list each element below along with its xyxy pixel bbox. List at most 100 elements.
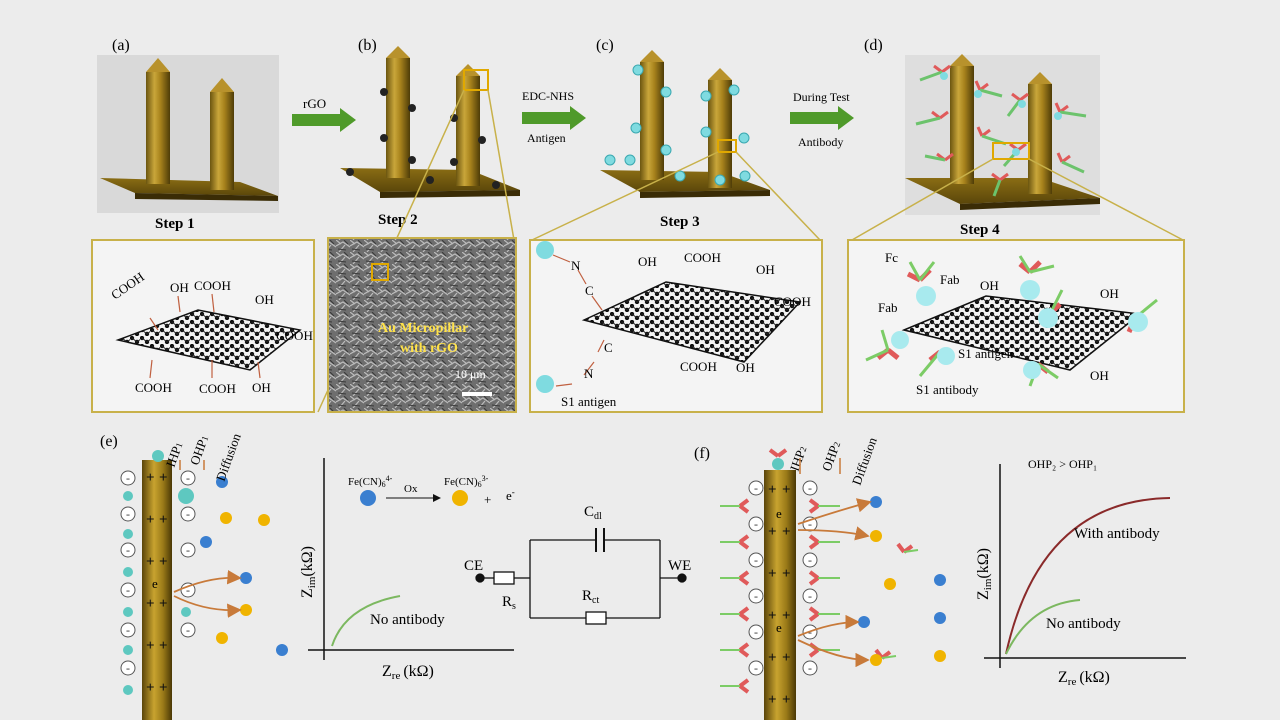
step2-image bbox=[340, 46, 520, 198]
group-label: OH bbox=[170, 280, 189, 295]
svg-text:+: + bbox=[782, 608, 791, 624]
group-label: COOH bbox=[199, 381, 236, 396]
diffusion-label-e: Diffusion bbox=[213, 431, 244, 483]
svg-text:+: + bbox=[159, 554, 168, 570]
arrow-ab-label: rGO bbox=[303, 96, 326, 111]
step3-label: Step 3 bbox=[660, 214, 700, 230]
ions-f: --- --- --- --- bbox=[720, 448, 946, 694]
svg-text:+: + bbox=[146, 596, 155, 612]
nyquist-plot-e: No antibody Zim(kΩ) Zre(kΩ) bbox=[299, 458, 514, 682]
svg-text:-: - bbox=[126, 661, 130, 675]
panel-label-a: (a) bbox=[112, 37, 130, 54]
group-label: OH bbox=[252, 380, 271, 395]
svg-text:-: - bbox=[126, 623, 130, 637]
svg-text:+: + bbox=[159, 596, 168, 612]
arrow-bc-bottom: Antigen bbox=[527, 131, 566, 145]
svg-text:-: - bbox=[186, 543, 190, 557]
svg-text:-: - bbox=[808, 481, 812, 495]
svg-text:-: - bbox=[126, 507, 130, 521]
svg-text:+: + bbox=[146, 680, 155, 696]
antigen-sphere-icon bbox=[604, 64, 751, 186]
curve-no-antibody-e bbox=[331, 595, 401, 647]
step1-image bbox=[97, 55, 279, 213]
diffusion-label-f: Diffusion bbox=[849, 435, 880, 487]
graphene-box-step1: COOH OH COOH OH COOH COOH COOH OH bbox=[91, 239, 315, 413]
group-label: OH bbox=[756, 262, 775, 277]
svg-text:-: - bbox=[754, 517, 758, 531]
step3-image bbox=[600, 50, 770, 198]
svg-text:+: + bbox=[159, 512, 168, 528]
atom-label: C bbox=[604, 340, 613, 355]
sem-caption-1: Au Micropillar bbox=[378, 321, 468, 336]
fab-label: Fab bbox=[878, 300, 898, 315]
ihp1-label: IHP1 bbox=[163, 440, 186, 469]
svg-text:-: - bbox=[126, 471, 130, 485]
antigen-sphere-icon bbox=[536, 375, 554, 393]
svg-text:-: - bbox=[186, 583, 190, 597]
fab-label: Fab bbox=[940, 272, 960, 287]
arrow-bc-icon bbox=[522, 106, 586, 130]
y-axis-label-f: Zim(kΩ) bbox=[975, 548, 994, 600]
arrow-cd-bottom: Antibody bbox=[798, 135, 843, 149]
electron-label: e bbox=[152, 576, 158, 591]
group-label: OH bbox=[980, 278, 999, 293]
electron-label: e bbox=[776, 620, 782, 635]
group-label: COOH bbox=[135, 380, 172, 395]
panel-label-b: (b) bbox=[358, 37, 377, 54]
antigen-sphere-icon bbox=[536, 241, 554, 259]
svg-text:-: - bbox=[754, 625, 758, 639]
electrode-f: ++ ++ ++ ++ ++ ++ bbox=[764, 470, 796, 720]
sem-image: Au Micropillar with rGO 10 μm bbox=[327, 237, 517, 413]
group-label: COOH bbox=[194, 278, 231, 293]
electrode-e: ++ ++ ++ ++ ++ ++ bbox=[142, 460, 172, 720]
group-label: OH bbox=[255, 292, 274, 307]
step4-label: Step 4 bbox=[960, 222, 1000, 238]
equivalent-circuit bbox=[475, 528, 687, 625]
pillar-icon bbox=[210, 78, 234, 190]
arrow-ab-icon bbox=[292, 108, 356, 132]
svg-text:+: + bbox=[782, 650, 791, 666]
svg-text:-: - bbox=[808, 553, 812, 567]
svg-text:+: + bbox=[159, 470, 168, 486]
curve-label-e: No antibody bbox=[370, 612, 445, 628]
x-axis-label-f: Zre(kΩ) bbox=[1058, 669, 1110, 688]
fc-label: Fc bbox=[885, 250, 898, 265]
group-label: OH bbox=[1090, 368, 1109, 383]
x-axis-label-e: Zre(kΩ) bbox=[382, 663, 434, 682]
panel-label-e: (e) bbox=[100, 433, 118, 450]
rct-label: Rct bbox=[582, 588, 599, 606]
svg-text:-: - bbox=[126, 543, 130, 557]
svg-text:+: + bbox=[484, 492, 491, 507]
arrow-cd-top: During Test bbox=[793, 90, 850, 104]
we-label: WE bbox=[668, 558, 691, 574]
svg-text:+: + bbox=[768, 482, 777, 498]
svg-text:+: + bbox=[768, 566, 777, 582]
sem-scale-bar bbox=[462, 392, 492, 396]
graphene-box-step4: Fc Fab Fab OH OH OH S1 antigen S1 antibo… bbox=[847, 239, 1185, 413]
arrow-bc-top: EDC-NHS bbox=[522, 89, 574, 103]
svg-text:+: + bbox=[782, 482, 791, 498]
curve-label-with: With antibody bbox=[1074, 526, 1160, 542]
svg-text:+: + bbox=[768, 692, 777, 708]
svg-text:+: + bbox=[768, 524, 777, 540]
svg-text:+: + bbox=[146, 512, 155, 528]
svg-text:+: + bbox=[159, 638, 168, 654]
svg-text:Fe(CN)64-: Fe(CN)64- bbox=[348, 474, 393, 489]
condition-label: OHP₂ > OHP₁ bbox=[1028, 457, 1097, 471]
curve-label-no: No antibody bbox=[1046, 616, 1121, 632]
svg-text:+: + bbox=[782, 566, 791, 582]
nyquist-plot-f: OHP₂ > OHP₁ With antibody No antibody Zi… bbox=[975, 457, 1186, 688]
svg-text:+: + bbox=[146, 470, 155, 486]
svg-text:+: + bbox=[146, 638, 155, 654]
svg-text:-: - bbox=[186, 471, 190, 485]
group-label: OH bbox=[736, 360, 755, 375]
atom-label: N bbox=[571, 258, 581, 273]
group-label: OH bbox=[638, 254, 657, 269]
ce-label: CE bbox=[464, 558, 483, 574]
ihp2-label: IHP2 bbox=[787, 444, 810, 473]
svg-text:-: - bbox=[186, 623, 190, 637]
y-axis-label-e: Zim(kΩ) bbox=[299, 546, 318, 598]
svg-text:e-: e- bbox=[506, 487, 515, 503]
antigen-label: S1 antigen bbox=[561, 394, 617, 409]
group-label: COOH bbox=[774, 294, 811, 309]
